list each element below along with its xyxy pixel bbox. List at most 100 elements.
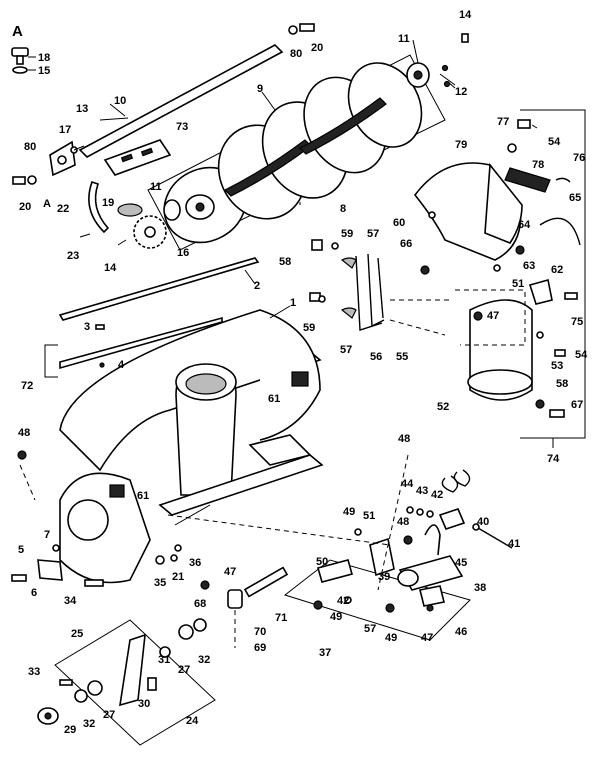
callout-32: 32 [83,718,95,730]
callout-49: 49 [343,506,355,518]
shear-bolt-card [103,139,172,176]
chute-deflector [413,162,523,261]
callout-51: 51 [363,510,375,522]
bushings-21-35-36 [155,544,182,565]
callout-45: 45 [455,557,467,569]
side-plate [59,472,151,584]
callout-40: 40 [477,516,489,528]
callout-9: 9 [257,83,263,95]
callout-47: 47 [421,632,433,644]
callout-72: 72 [21,380,33,392]
callout-41: 41 [508,538,520,550]
spring-clip [555,177,571,183]
drive-coupler [200,566,289,648]
callout-27: 27 [178,664,190,676]
callout-22: 22 [57,203,69,215]
callout-54: 54 [575,349,588,361]
callout-10: 10 [114,95,126,107]
callout-32: 32 [198,654,210,666]
auger-flighting [163,62,423,244]
callout-21: 21 [172,571,184,583]
shaft-end-bolt [288,23,315,35]
callout-35: 35 [154,577,166,589]
callout-31: 31 [158,654,170,666]
callout-15: 15 [38,65,50,77]
bolt-34 [84,579,104,587]
frame-rails [158,434,324,526]
callout-46: 46 [455,626,467,638]
callout-64: 64 [518,219,531,231]
pivot-cluster-40-44 [406,469,471,530]
callout-73: 73 [176,121,188,133]
callout-49: 49 [330,611,342,623]
callout-79: 79 [455,139,467,151]
callout-76: 76 [573,152,585,164]
bracket-5 [37,559,63,581]
nut-66 [420,265,430,275]
pulley-parts [37,618,207,725]
callout-2: 2 [254,280,260,292]
callout-3: 3 [84,321,90,333]
callout-A: A [43,198,51,210]
callout-30: 30 [138,698,150,710]
bolts-58-59 [309,239,339,303]
callout-14: 14 [459,9,472,21]
callout-55: 55 [396,351,408,363]
bearing-bracket [49,140,85,177]
nut-58 [535,399,545,409]
chute-rotation-arc [539,217,581,246]
callout-34: 34 [64,595,77,607]
callout-48: 48 [398,433,410,445]
callout-63: 63 [523,260,535,272]
callout-80: 80 [24,141,36,153]
callout-67: 67 [571,399,583,411]
callout-80: 80 [290,48,302,60]
callout-23: 23 [67,250,79,262]
bolt-54 [554,349,566,357]
callout-52: 52 [437,401,449,413]
callout-49: 49 [385,632,397,644]
chain-guard [88,180,110,234]
callout-12: 12 [455,86,467,98]
linkage-parts [313,524,464,613]
callout-13: 13 [76,103,88,115]
callout-51: 51 [512,278,524,290]
screw-14 [117,239,127,246]
callout-29: 29 [64,724,76,736]
callout-6: 6 [31,587,37,599]
callout-56: 56 [370,351,382,363]
callout-58: 58 [556,378,568,390]
callout-47: 47 [224,566,236,578]
callout-57: 57 [367,228,379,240]
assembly-connection-lines [455,289,526,346]
callout-60: 60 [393,217,405,229]
nut-7 [52,544,60,552]
inset-letter: A [12,23,23,40]
bolt-48-left [17,450,27,460]
callout-57: 57 [364,623,376,635]
callout-16: 16 [177,247,189,259]
washer-51 [493,264,501,272]
callout-17: 17 [59,124,71,136]
callout-27: 27 [103,709,115,721]
auger-shaft [78,44,284,158]
callout-62: 62 [551,264,563,276]
callout-38: 38 [474,582,486,594]
callout-44: 44 [401,478,414,490]
callout-54: 54 [548,136,561,148]
chute-crank-bracket [528,278,578,305]
callout-5: 5 [18,544,24,556]
callout-74: 74 [547,453,560,465]
callout-14: 14 [104,262,117,274]
callout-69: 69 [254,642,266,654]
bolt-6 [11,574,27,582]
callout-70: 70 [254,626,266,638]
callout-42: 42 [431,489,443,501]
callout-4: 4 [118,359,125,371]
callout-7: 7 [44,529,50,541]
callout-47: 47 [487,310,499,322]
callout-61: 61 [268,393,280,405]
washer-and-bolt-20 [12,175,37,185]
callout-25: 25 [71,628,83,640]
